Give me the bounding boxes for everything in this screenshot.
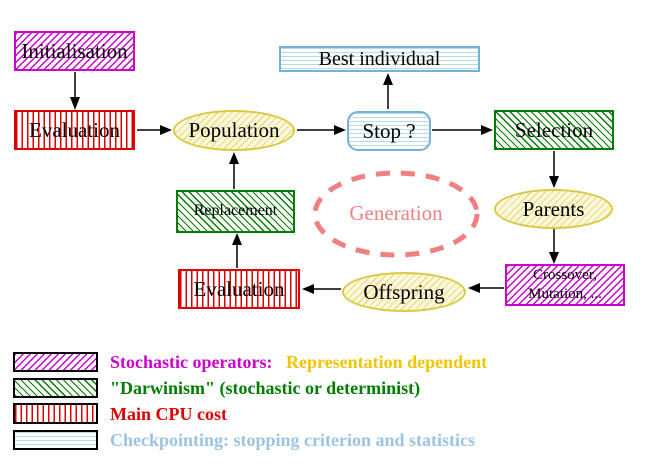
- node-crossover-line1: Crossover,: [533, 267, 597, 284]
- arrow-parents-to-crossover: [549, 229, 559, 264]
- legend-checkpointing-label: Checkpointing: stopping criterion and st…: [110, 430, 476, 450]
- arrow-population-to-stop: [297, 125, 346, 135]
- node-best-individual-label: Best individual: [318, 47, 441, 70]
- node-evaluation-bottom: Evaluation: [178, 269, 300, 309]
- legend-swatch-checkpointing: [13, 430, 98, 450]
- node-evaluation-top: Evaluation: [14, 110, 135, 150]
- node-stop: Stop ?: [347, 111, 431, 151]
- node-parents-label: Parents: [522, 196, 585, 221]
- node-offspring: Offspring: [342, 272, 466, 312]
- arrow-evaluation-to-replacement: [232, 233, 242, 268]
- legend-swatch-cpu: [13, 403, 98, 424]
- node-best-individual: Best individual: [279, 46, 480, 72]
- generation-label: Generation: [349, 201, 443, 225]
- node-population-label: Population: [188, 118, 280, 143]
- legend-cpu-label: Main CPU cost: [110, 404, 227, 424]
- node-selection-label: Selection: [514, 117, 594, 142]
- arrow-replacement-to-population: [229, 152, 239, 189]
- node-stop-label: Stop ?: [362, 118, 416, 143]
- node-parents: Parents: [494, 189, 613, 229]
- node-selection: Selection: [494, 110, 614, 150]
- node-evaluation-bottom-label: Evaluation: [193, 276, 285, 301]
- node-evaluation-top-label: Evaluation: [29, 117, 120, 142]
- node-replacement-label: Replacement: [193, 202, 278, 220]
- node-offspring-label: Offspring: [363, 279, 445, 304]
- arrow-initialisation-to-evaluation: [70, 72, 80, 110]
- node-initialisation-label: Initialisation: [21, 38, 128, 63]
- legend-swatch-stochastic: [13, 352, 98, 372]
- node-crossover-line2: Mutation, ...: [528, 286, 602, 302]
- arrow-crossover-to-offspring: [468, 283, 504, 293]
- legend-row-checkpointing: Checkpointing: stopping criterion and st…: [110, 429, 475, 451]
- legend-row-cpu: Main CPU cost: [110, 403, 227, 425]
- legend-darwinism-label: "Darwinism" (stochastic or determinist): [110, 378, 421, 398]
- legend-stochastic-label2: Representation dependent: [285, 352, 488, 372]
- node-initialisation: Initialisation: [14, 31, 135, 71]
- arrow-stop-to-best-individual: [383, 73, 393, 109]
- legend-swatch-darwinism: [13, 378, 98, 398]
- node-crossover-mutation: Crossover, Mutation, ...: [505, 264, 625, 306]
- arrow-offspring-to-evaluation: [302, 284, 341, 294]
- arrow-selection-to-parents: [549, 151, 559, 188]
- node-population: Population: [173, 110, 295, 151]
- arrow-evaluation-to-population: [137, 125, 172, 135]
- legend-stochastic-label: Stochastic operators:: [110, 352, 273, 372]
- legend-row-stochastic: Stochastic operators: Representation dep…: [110, 351, 487, 373]
- node-replacement: Replacement: [176, 190, 295, 233]
- legend-row-darwinism: "Darwinism" (stochastic or determinist): [110, 377, 420, 399]
- arrow-stop-to-selection: [432, 125, 493, 135]
